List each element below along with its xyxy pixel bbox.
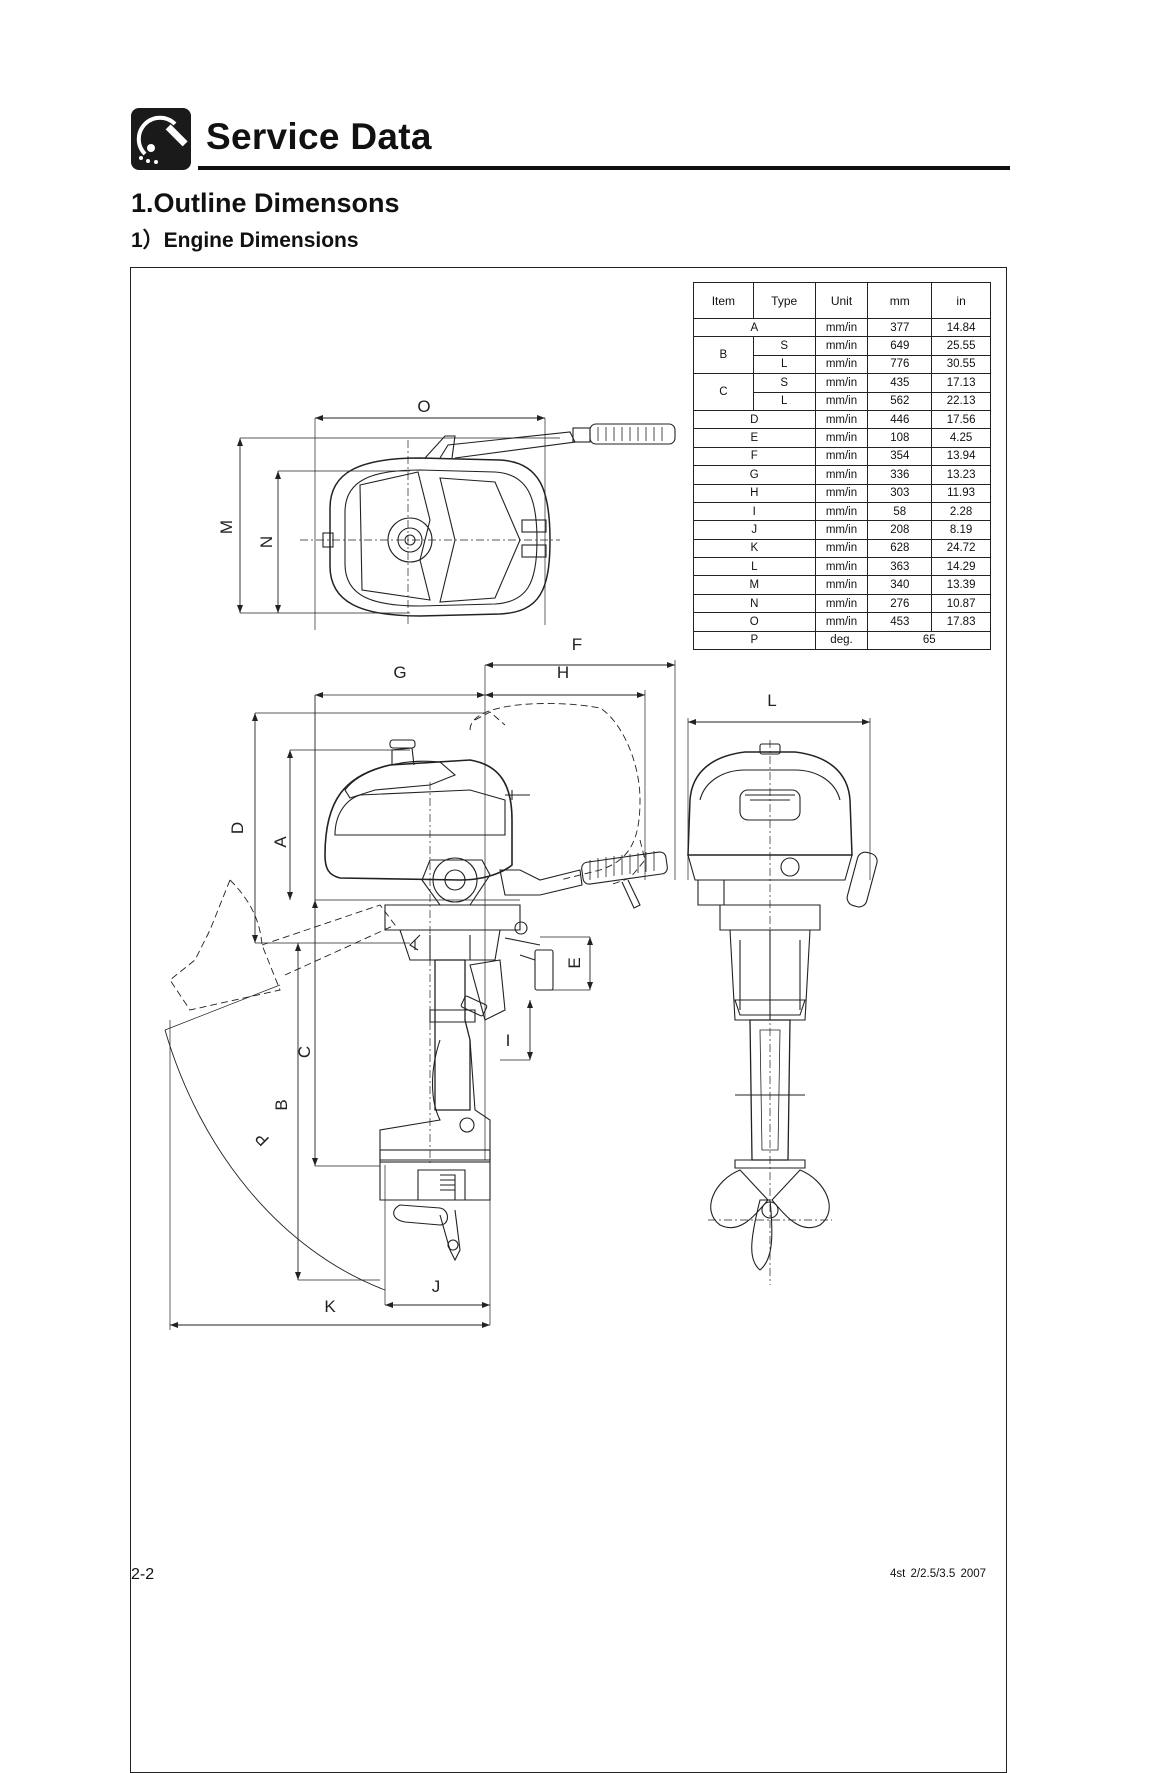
- label-N: N: [257, 536, 276, 548]
- label-F: F: [572, 635, 582, 654]
- dimension-labels: O M N F G H L D A E I C B P J K: [217, 397, 777, 1316]
- table-row: L mm/in 776 30.55: [694, 354, 991, 375]
- page-title: Service Data: [206, 116, 432, 157]
- table-row: F mm/in 354 13.94: [693, 446, 991, 467]
- side-view-drawing: [164, 660, 676, 1330]
- label-D: D: [228, 822, 247, 834]
- label-P: P: [251, 1128, 272, 1149]
- label-G: G: [393, 663, 406, 682]
- cell-unit: deg.: [814, 630, 869, 651]
- header-rule: [198, 166, 1010, 170]
- cell-in: 13.39: [931, 575, 991, 595]
- table-row: N mm/in 276 10.87: [693, 593, 991, 614]
- table-row: B S mm/in 649 25.55: [693, 336, 991, 375]
- cell-mm: 276: [867, 593, 933, 614]
- cell-item: P: [693, 630, 816, 651]
- label-C: C: [295, 1046, 314, 1058]
- cell-in: 17.13: [931, 373, 991, 393]
- cell-item: C: [693, 373, 754, 411]
- page-number: 2-2: [131, 1566, 155, 1583]
- label-H: H: [557, 663, 569, 682]
- cell-unit: mm/in: [814, 336, 869, 356]
- dimension-arrows: [170, 415, 870, 1328]
- cell-in: 30.55: [931, 354, 991, 375]
- rear-view-drawing: [687, 718, 878, 1285]
- label-J: J: [432, 1277, 441, 1296]
- cell-in: 25.55: [931, 336, 991, 356]
- table-row: D mm/in 446 17.56: [693, 409, 991, 430]
- cell-in: 13.94: [931, 446, 991, 467]
- cell-value: 65: [867, 630, 991, 651]
- cell-unit: mm/in: [814, 501, 869, 522]
- table-row: K mm/in 628 24.72: [693, 538, 991, 559]
- cell-unit: mm/in: [814, 354, 869, 375]
- table-row: C S mm/in 435 17.13: [693, 373, 991, 411]
- table-row: L mm/in 363 14.29: [693, 557, 991, 577]
- cell-in: 8.19: [931, 520, 991, 540]
- cell-mm: 649: [867, 336, 933, 356]
- header-unit: Unit: [814, 282, 869, 319]
- cell-in: 17.56: [931, 409, 991, 430]
- cell-item: B: [693, 336, 754, 375]
- dimension-table: Item Type Unit mm in A mm/in 377 14.84 B…: [693, 282, 991, 651]
- top-view-drawing: [239, 417, 676, 630]
- cell-unit: mm/in: [814, 612, 869, 632]
- subsection-title: 1）Engine Dimensions: [131, 229, 359, 252]
- engine-drawing: O M N F G H L D A E I C B P J K: [164, 397, 878, 1330]
- cell-unit: mm/in: [814, 593, 869, 614]
- table-row: P deg. 65: [693, 630, 991, 651]
- cell-unit: mm/in: [814, 409, 869, 430]
- label-K: K: [324, 1297, 336, 1316]
- label-L: L: [767, 691, 776, 710]
- table-header-row: Item Type Unit mm in: [693, 282, 991, 319]
- cell-unit: mm/in: [814, 465, 869, 485]
- label-M: M: [217, 520, 236, 534]
- cell-mm: 108: [867, 428, 933, 448]
- label-A: A: [271, 836, 290, 848]
- section-title: 1.Outline Dimensons: [131, 188, 400, 218]
- cell-unit: mm/in: [814, 557, 869, 577]
- label-B: B: [272, 1099, 291, 1110]
- table-row: G mm/in 336 13.23: [693, 465, 991, 485]
- header-mm: mm: [867, 282, 933, 319]
- cell-mm: 208: [867, 520, 933, 540]
- table-row: O mm/in 453 17.83: [693, 612, 991, 632]
- cell-unit: mm/in: [814, 575, 869, 595]
- cell-unit: mm/in: [814, 428, 869, 448]
- table-row: H mm/in 303 11.93: [693, 483, 991, 503]
- label-I: I: [506, 1031, 511, 1050]
- micrometer-icon: [131, 108, 191, 170]
- label-O: O: [417, 397, 430, 416]
- document-reference: 4st 2/2.5/3.5 2007: [890, 1568, 987, 1580]
- table-row: E mm/in 108 4.25: [693, 428, 991, 448]
- label-E: E: [565, 957, 584, 968]
- header-type: Type: [752, 282, 816, 319]
